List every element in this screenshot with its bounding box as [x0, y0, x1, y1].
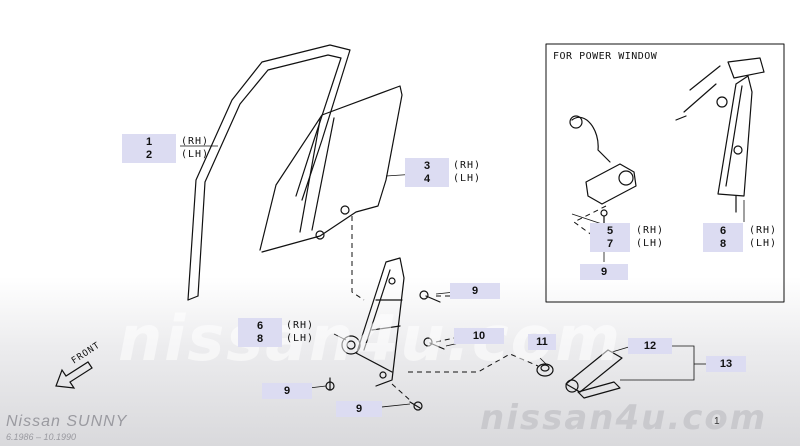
callout-3[interactable]: 3 — [405, 158, 449, 174]
manual-regulator-part — [341, 257, 405, 387]
guide-regulator-to-handle — [408, 353, 539, 373]
power-window-inset-frame — [545, 43, 785, 303]
side-rh-6-manual: (RH) — [286, 320, 315, 331]
callout-5[interactable]: 5 — [590, 223, 630, 239]
callout-6-manual[interactable]: 6 — [238, 318, 282, 334]
callout-8-power[interactable]: 8 — [703, 236, 743, 252]
callout-9-bottom[interactable]: 9 — [336, 401, 382, 417]
front-arrow — [55, 361, 93, 389]
side-lh-8-manual: (LH) — [286, 333, 315, 344]
callout-4[interactable]: 4 — [405, 171, 449, 187]
guide-motor-to-bolt — [573, 205, 607, 239]
watermark-corner: nissan4u.com — [480, 398, 768, 438]
callout-6-power[interactable]: 6 — [703, 223, 743, 239]
callout-1[interactable]: 1 — [122, 134, 176, 150]
guide-glass-to-regulator — [351, 216, 365, 301]
side-lh-2: (LH) — [181, 149, 210, 160]
inset-title: FOR POWER WINDOW — [553, 51, 658, 62]
brand-title: Nissan SUNNY — [6, 413, 128, 430]
guide-bolt-bottom — [391, 383, 413, 403]
callout-2[interactable]: 2 — [122, 147, 176, 163]
guide-bolt10 — [435, 337, 455, 343]
callout-11[interactable]: 11 — [528, 334, 556, 350]
callout-12[interactable]: 12 — [628, 338, 672, 354]
side-lh-7: (LH) — [636, 238, 665, 249]
side-rh-6-power: (RH) — [749, 225, 778, 236]
power-window-motor-part — [569, 115, 637, 233]
window-handle-part — [536, 349, 623, 399]
callout-9-inset[interactable]: 9 — [580, 264, 628, 280]
door-sash-part — [187, 44, 351, 301]
side-rh-3: (RH) — [453, 160, 482, 171]
callout-9-lower-left[interactable]: 9 — [262, 383, 312, 399]
callout-9-right[interactable]: 9 — [450, 283, 500, 299]
callout-13[interactable]: 13 — [706, 356, 746, 372]
side-rh-5: (RH) — [636, 225, 665, 236]
callout-8-manual[interactable]: 8 — [238, 331, 282, 347]
door-glass-part — [259, 85, 403, 253]
side-rh-1: (RH) — [181, 136, 210, 147]
callout-7[interactable]: 7 — [590, 236, 630, 252]
page-mark: 1 — [714, 416, 720, 427]
model-years: 6.1986 – 10.1990 — [6, 432, 77, 442]
side-lh-4: (LH) — [453, 173, 482, 184]
power-regulator-part — [675, 57, 765, 213]
callout-10[interactable]: 10 — [454, 328, 504, 344]
side-lh-8-power: (LH) — [749, 238, 778, 249]
